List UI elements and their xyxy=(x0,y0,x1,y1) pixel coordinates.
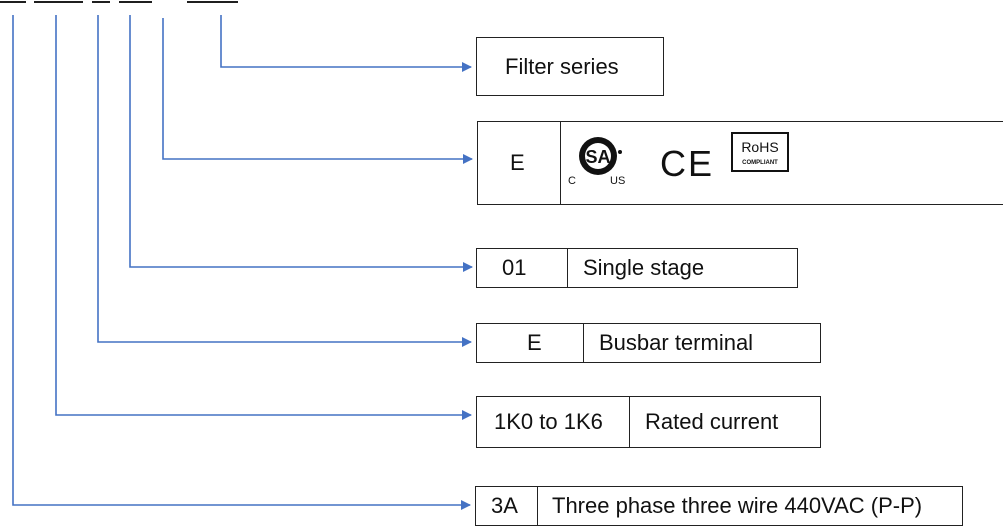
csa-us-label: US xyxy=(610,175,625,187)
voltage-code: 3A xyxy=(491,493,518,518)
connector-terminal xyxy=(97,15,472,347)
ce-mark-text: CE xyxy=(660,143,714,182)
voltage-divider xyxy=(537,487,538,525)
terminal-label: Busbar terminal xyxy=(599,330,754,355)
connector-filter-series xyxy=(220,15,472,72)
stage-divider xyxy=(567,249,568,287)
ce-mark-icon: CE xyxy=(660,143,714,182)
voltage-label: Three phase three wire 440VAC (P-P) xyxy=(552,493,923,518)
approval-divider xyxy=(560,122,561,204)
approval-box: E SA C US CE RoHS COMPLIANT xyxy=(477,121,1003,205)
stage-box: 01 Single stage xyxy=(476,248,798,288)
connector-voltage xyxy=(12,15,471,510)
csa-c-label: C xyxy=(568,175,576,187)
svg-text:SA: SA xyxy=(585,147,610,167)
connector-current xyxy=(55,15,472,420)
rohs-subtitle: COMPLIANT xyxy=(742,160,778,166)
terminal-code: E xyxy=(527,330,542,355)
current-divider xyxy=(629,397,630,447)
terminal-divider xyxy=(583,324,584,362)
terminal-box: E Busbar terminal xyxy=(476,323,821,363)
stage-label: Single stage xyxy=(583,255,705,280)
filter-series-box: Filter series xyxy=(476,37,664,96)
connector-stage xyxy=(129,15,473,272)
rohs-title: RoHS xyxy=(741,139,778,155)
approval-code: E xyxy=(510,150,525,175)
rohs-compliant-mark-icon: RoHS COMPLIANT xyxy=(731,132,789,172)
stage-code: 01 xyxy=(502,255,527,280)
connector-approval xyxy=(162,18,473,164)
current-code: 1K0 to 1K6 xyxy=(494,409,603,434)
current-label: Rated current xyxy=(645,409,779,434)
current-box: 1K0 to 1K6 Rated current xyxy=(476,396,821,448)
csa-certification-mark-icon: SA C US xyxy=(568,137,625,187)
voltage-box: 3A Three phase three wire 440VAC (P-P) xyxy=(475,486,963,526)
filter-series-label: Filter series xyxy=(505,53,619,79)
